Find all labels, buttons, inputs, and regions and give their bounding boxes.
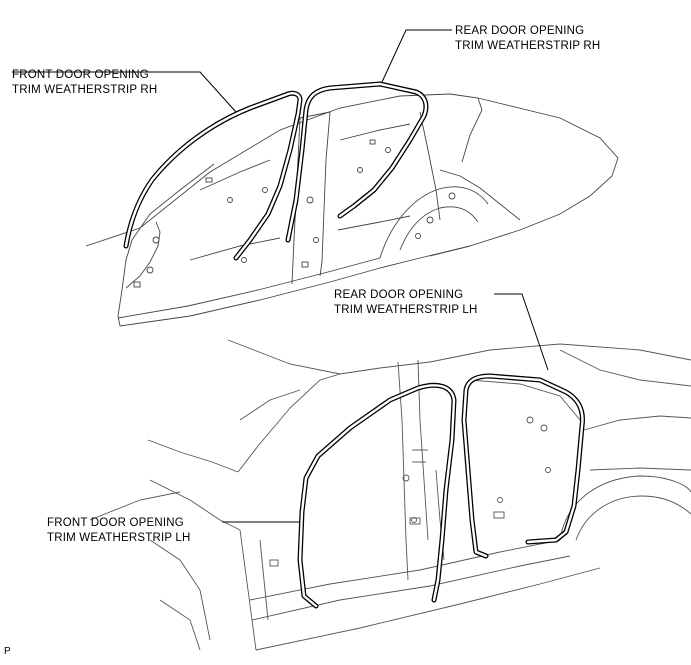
figure-code: P	[4, 646, 11, 657]
callout-line1: FRONT DOOR OPENING	[47, 517, 184, 529]
callout-line2: TRIM WEATHERSTRIP RH	[12, 84, 158, 96]
leader-lines	[12, 29, 549, 523]
callout-front-door-weatherstrip-rh: FRONT DOOR OPENING TRIM WEATHERSTRIP RH	[12, 68, 157, 98]
front-door-weatherstrip-rh	[123, 90, 303, 261]
callout-rear-door-weatherstrip-lh: REAR DOOR OPENING TRIM WEATHERSTRIP LH	[334, 288, 478, 318]
leader-rear-rh	[381, 29, 452, 83]
callout-line2: TRIM WEATHERSTRIP LH	[47, 532, 191, 544]
leader-rear-lh	[494, 293, 549, 371]
lh-body-shell	[89, 339, 691, 651]
callout-line2: TRIM WEATHERSTRIP RH	[455, 40, 601, 52]
callout-line2: TRIM WEATHERSTRIP LH	[334, 304, 478, 316]
callout-line1: FRONT DOOR OPENING	[12, 69, 149, 81]
rear-door-weatherstrip-lh	[461, 373, 585, 559]
rh-body-shell	[85, 93, 619, 327]
callout-line1: REAR DOOR OPENING	[334, 289, 464, 301]
rear-door-weatherstrip-rh	[285, 81, 429, 243]
callout-line1: REAR DOOR OPENING	[455, 25, 585, 37]
leader-front-rh	[12, 71, 237, 113]
callout-front-door-weatherstrip-lh: FRONT DOOR OPENING TRIM WEATHERSTRIP LH	[47, 516, 191, 546]
callout-rear-door-weatherstrip-rh: REAR DOOR OPENING TRIM WEATHERSTRIP RH	[455, 24, 600, 54]
front-door-weatherstrip-lh	[297, 382, 457, 609]
